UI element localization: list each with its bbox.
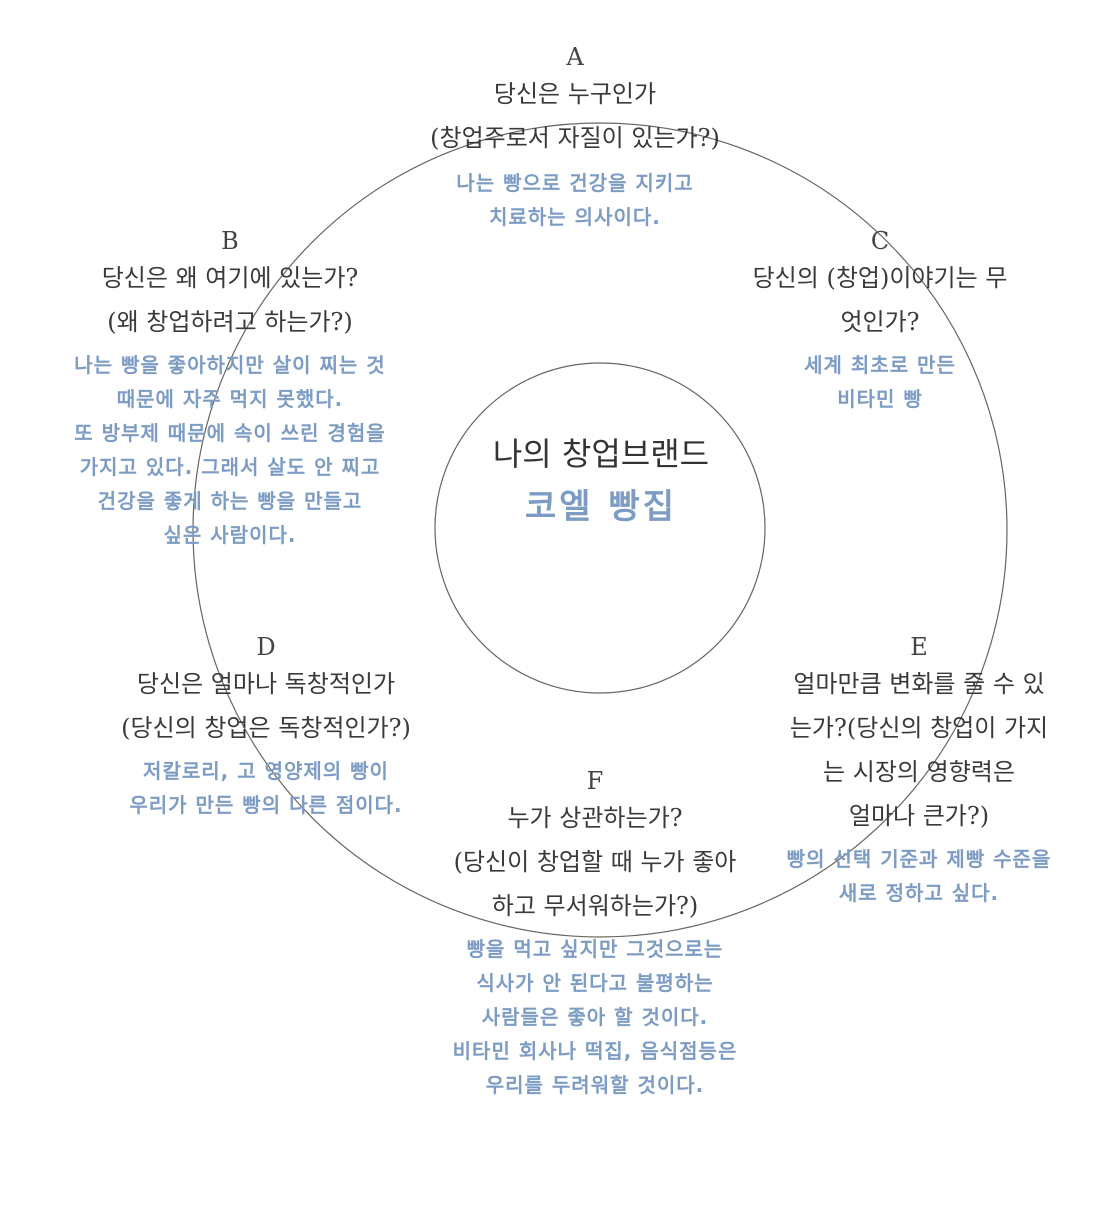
node-c-question: 당신의 (창업)이야기는 무 엇인가? — [752, 264, 1008, 336]
node-d-letter: D — [256, 633, 276, 661]
node-f-letter: F — [586, 767, 604, 795]
node-b: B 당신은 왜 여기에 있는가? (왜 창업하려고 하는가?) 나는 빵을 좋아… — [30, 226, 430, 552]
center-brand: 나의 창업브랜드 코엘 빵집 — [438, 430, 764, 536]
node-f-answer: 빵을 먹고 싶지만 그것으로는 식사가 안 된다고 불평하는 사람들은 좋아 할… — [452, 937, 738, 1097]
node-d-answer: 저칼로리, 고 영양제의 빵이 우리가 만든 빵의 다른 점이다. — [129, 759, 403, 817]
node-a: A 당신은 누구인가 (창업주로서 자질이 있는가?) 나는 빵으로 건강을 지… — [375, 42, 775, 234]
node-e-letter: E — [910, 633, 928, 661]
node-a-answer: 나는 빵으로 건강을 지키고 치료하는 의사이다. — [456, 171, 694, 229]
brand-name: 코엘 빵집 — [525, 487, 677, 527]
inner-ring — [434, 362, 766, 694]
outer-ring — [192, 122, 1008, 938]
node-a-letter: A — [566, 43, 584, 71]
node-c-letter: C — [870, 227, 890, 255]
node-c-answer: 세계 최초로 만든 비타민 빵 — [804, 353, 956, 411]
node-d-question: 당신은 얼마나 독창적인가 (당신의 창업은 독창적인가?) — [121, 670, 411, 742]
center-title: 나의 창업브랜드 — [492, 435, 710, 473]
node-f: F 누가 상관하는가? (당신이 창업할 때 누가 좋아 하고 무서워하는가?)… — [410, 766, 780, 1102]
node-e-question: 얼마만큼 변화를 줄 수 있 는가?(당신의 창업이 가지 는 시장의 영향력은… — [789, 670, 1049, 830]
node-b-answer: 나는 빵을 좋아하지만 살이 찌는 것 때문에 자주 먹지 못했다. 또 방부제… — [74, 353, 386, 547]
node-f-question: 누가 상관하는가? (당신이 창업할 때 누가 좋아 하고 무서워하는가?) — [453, 804, 737, 920]
node-b-letter: B — [221, 227, 239, 255]
node-a-question: 당신은 누구인가 (창업주로서 자질이 있는가?) — [430, 80, 720, 152]
node-c: C 당신의 (창업)이야기는 무 엇인가? 세계 최초로 만든 비타민 빵 — [730, 226, 1030, 416]
node-b-question: 당신은 왜 여기에 있는가? (왜 창업하려고 하는가?) — [101, 264, 359, 336]
node-e: E 얼마만큼 변화를 줄 수 있 는가?(당신의 창업이 가지 는 시장의 영향… — [764, 632, 1074, 910]
node-d: D 당신은 얼마나 독창적인가 (당신의 창업은 독창적인가?) 저칼로리, 고… — [86, 632, 446, 822]
node-e-answer: 빵의 선택 기준과 제빵 수준을 새로 정하고 싶다. — [786, 847, 1052, 905]
